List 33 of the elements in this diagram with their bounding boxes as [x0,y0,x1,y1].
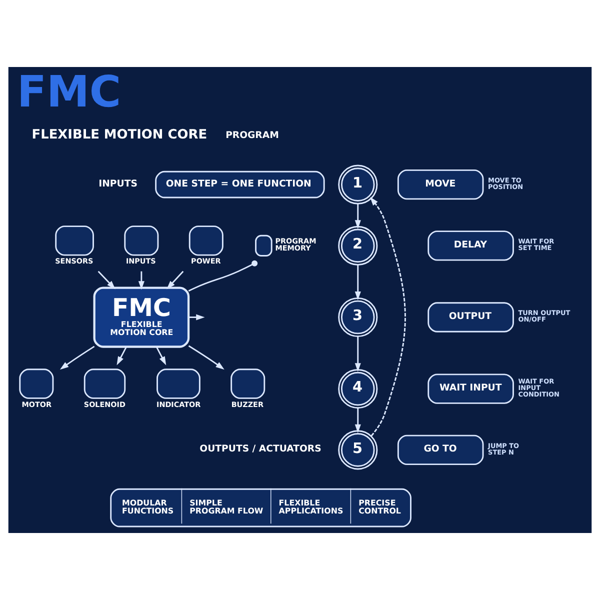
label: FLEXIBLE MOTION CORE [32,127,208,142]
arrow [354,408,361,434]
node-label: POWER [191,256,221,266]
node-box: ONE STEP = ONE FUNCTION [155,170,325,198]
arrow [156,346,166,366]
arrow [354,264,361,300]
arrow [138,271,144,290]
arrow [354,204,361,229]
node-label: BUZZER [231,400,264,409]
node-circle: 5 [338,430,378,470]
label: INPUTS [98,178,138,190]
node-label: SOLENOID [84,400,126,409]
node-circle: 2 [338,226,378,266]
node-label: PROGRAM MEMORY [275,236,316,253]
label: PROGRAM [226,130,279,141]
node-label: INPUTS [126,256,156,266]
node-circle: 1 [338,164,378,204]
arrow [354,336,361,372]
node-circle: 4 [338,369,378,409]
connector [188,260,258,292]
arrow [98,270,116,290]
node-label: SENSORS [55,256,94,266]
node-label: INDICATOR [156,400,201,409]
arrow [188,345,224,370]
diagram-title: FMC [17,68,122,118]
arrow [116,346,127,366]
node-circle: 3 [338,297,378,338]
node-label: MOTOR [22,400,52,409]
arrow [166,270,184,290]
arrow [60,346,95,370]
arrow [370,196,406,436]
label: OUTPUTS / ACTUATORS [200,444,322,455]
arrow [188,314,205,320]
